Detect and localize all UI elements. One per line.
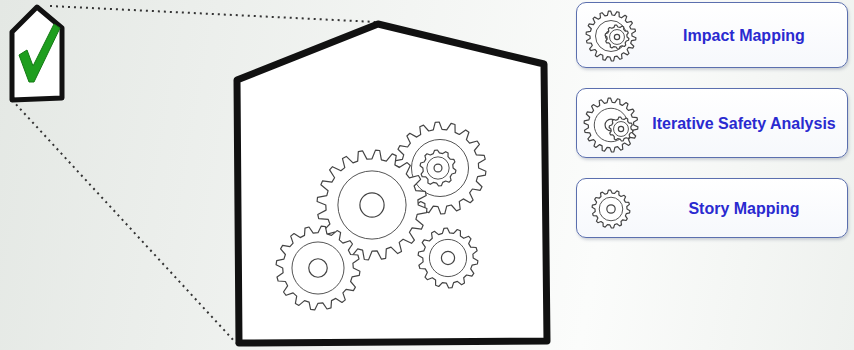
gear-rim [610,30,625,45]
gear-rim [411,139,468,196]
method-box: Story Mapping [576,178,848,238]
zoom-line [12,100,236,343]
gear-outline [584,98,638,152]
gear [276,226,360,310]
gear-icon [581,3,647,65]
gear-icon [581,179,647,235]
gear-hub [434,164,442,172]
gear-rim [429,239,466,276]
gear-hub [360,193,384,217]
method-box: Impact Mapping [576,2,848,68]
gear-outline [586,11,636,61]
gear-rim [427,157,449,179]
gear [605,25,629,49]
gear [418,228,478,288]
small-house [12,7,62,100]
big-house [237,24,547,343]
method-label: Impact Mapping [683,26,805,45]
gear-outline [420,150,456,186]
gear-hub [614,34,619,39]
gear-icon [581,89,647,155]
gear-outline [418,228,478,288]
gear [420,150,456,186]
gear-outline [276,226,360,310]
check-mark [19,24,60,82]
method-label: Iterative Safety Analysis [652,114,836,133]
text-area: Iterative Safety Analysis [649,89,839,157]
gear [592,190,630,228]
gear-rim [338,171,406,239]
zoom-line [50,6,376,22]
gear-rim [599,197,623,221]
gear-hub [618,126,623,131]
gear-outline [605,25,629,49]
gear [584,98,638,152]
gear [609,117,633,141]
text-area: Story Mapping [649,179,839,237]
gear-outline [592,190,630,228]
gear-rim [614,122,629,137]
gear-hub [441,251,454,264]
gear [586,11,636,61]
gear-rim [292,242,344,294]
text-area: Impact Mapping [649,3,839,67]
gear-hub [607,205,615,213]
method-label: Story Mapping [688,199,799,218]
gear-illustration [276,122,486,310]
gear-hub [309,259,327,277]
gear-outline [609,117,633,141]
method-box: Iterative Safety Analysis [576,88,848,158]
